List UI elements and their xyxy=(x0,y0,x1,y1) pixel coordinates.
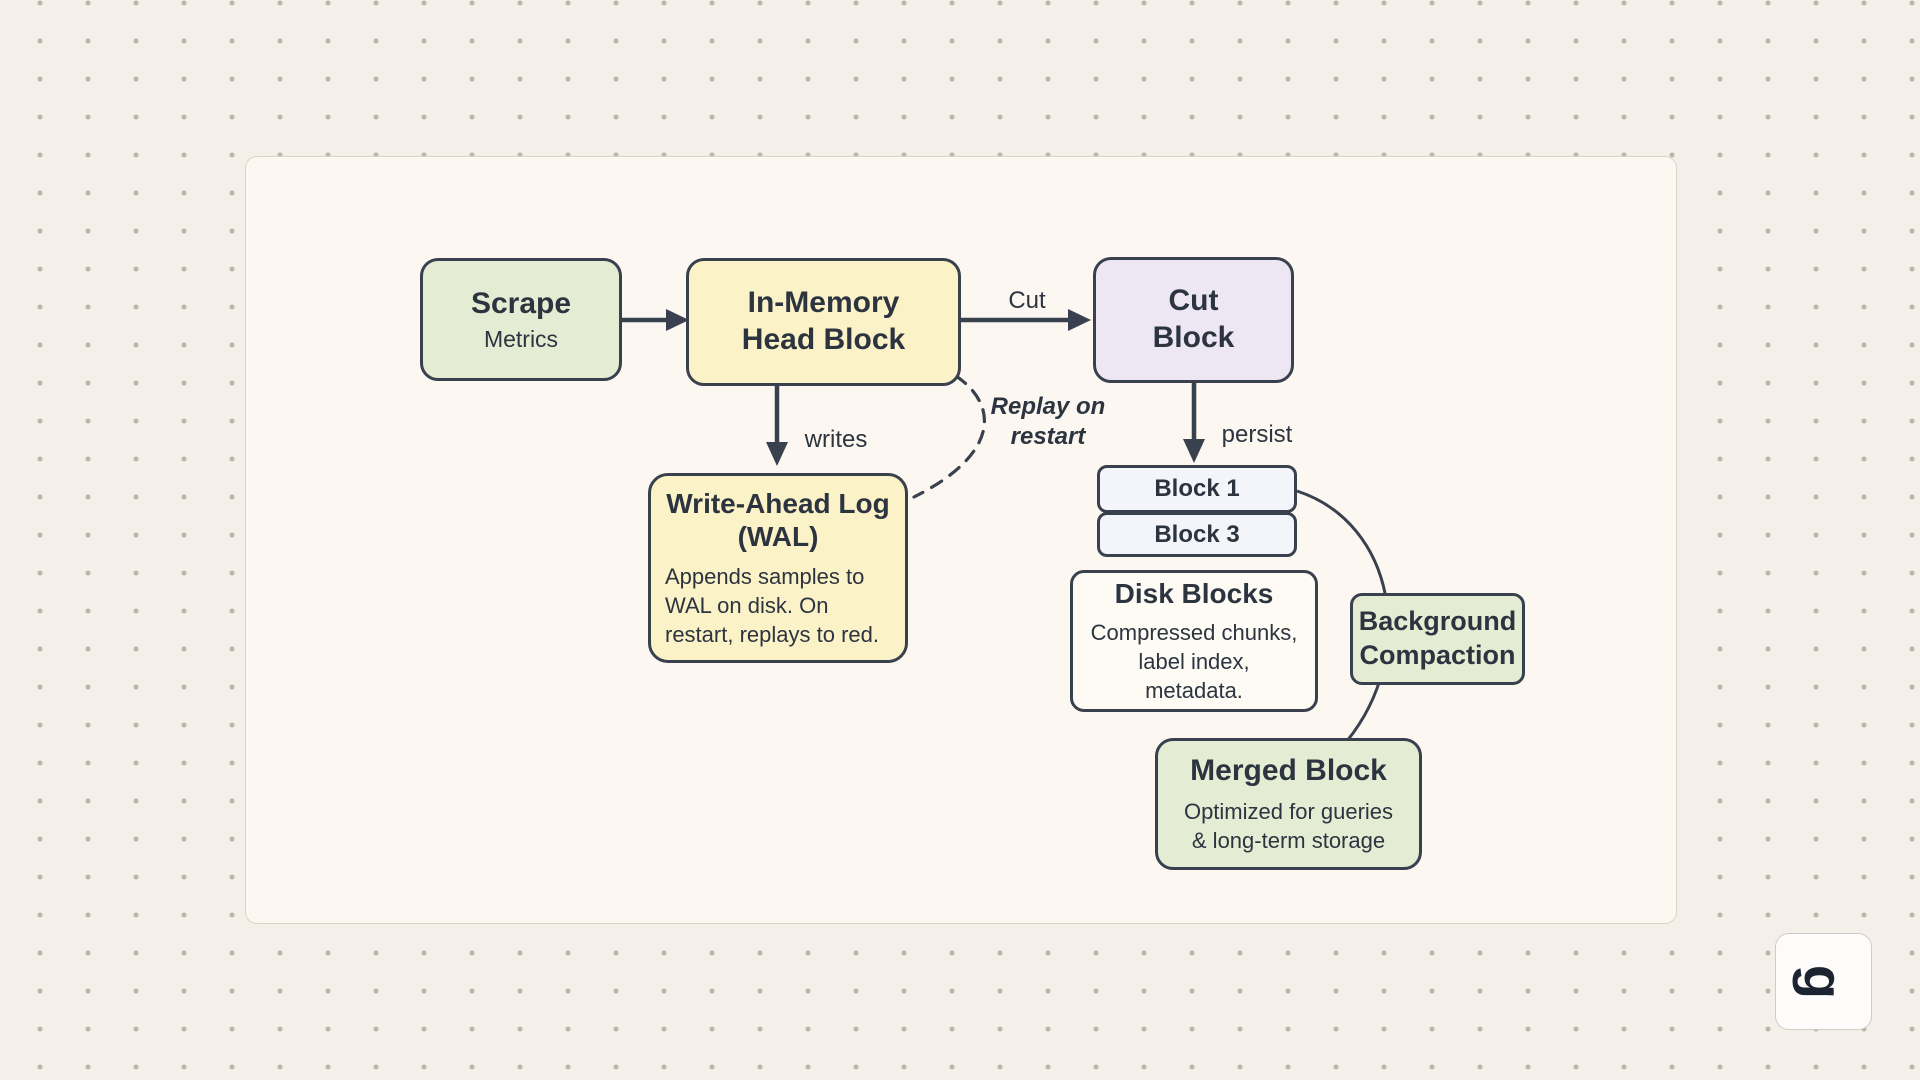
g-logo-badge[interactable]: g xyxy=(1775,933,1872,1030)
node-wal-title: Write-Ahead Log (WAL) xyxy=(666,487,890,553)
node-block-3[interactable]: Block 3 xyxy=(1097,512,1297,557)
g-logo-letter: g xyxy=(1792,964,1856,999)
node-merged-title: Merged Block xyxy=(1190,753,1387,787)
node-background-compaction[interactable]: Background Compaction xyxy=(1350,593,1525,685)
node-write-ahead-log[interactable]: Write-Ahead Log (WAL) Appends samples to… xyxy=(648,473,908,663)
node-head-title: In-Memory Head Block xyxy=(741,286,906,356)
node-cut-block[interactable]: Cut Block xyxy=(1093,257,1294,383)
node-disk-blocks[interactable]: Disk Blocks Compressed chunks, label ind… xyxy=(1070,570,1318,712)
edge-label-cut[interactable]: Cut xyxy=(1008,287,1046,314)
node-compaction-title: Background Compaction xyxy=(1358,606,1517,670)
node-block3-label: Block 3 xyxy=(1154,520,1240,548)
node-in-memory-head-block[interactable]: In-Memory Head Block xyxy=(686,258,961,386)
node-wal-body: Appends samples to WAL on disk. On resta… xyxy=(665,564,879,648)
node-merged-block[interactable]: Merged Block Optimized for gueries & lon… xyxy=(1155,738,1422,870)
node-block1-label: Block 1 xyxy=(1154,475,1240,502)
node-scrape[interactable]: Scrape Metrics xyxy=(420,258,622,381)
node-block-1[interactable]: Block 1 xyxy=(1097,465,1297,513)
node-cut-block-title: Cut Block xyxy=(1152,284,1235,354)
edge-label-persist[interactable]: persist xyxy=(1221,421,1293,448)
node-scrape-title: Scrape xyxy=(470,286,572,320)
node-merged-body: Optimized for gueries & long-term storag… xyxy=(1183,799,1394,854)
edge-label-replay-on-restart[interactable]: Replay on restart xyxy=(990,393,1106,450)
node-disk-title: Disk Blocks xyxy=(1114,577,1274,609)
node-scrape-subtitle: Metrics xyxy=(483,326,559,353)
edge-label-writes[interactable]: writes xyxy=(804,426,868,453)
node-disk-body: Compressed chunks, label index, metadata… xyxy=(1090,620,1298,704)
